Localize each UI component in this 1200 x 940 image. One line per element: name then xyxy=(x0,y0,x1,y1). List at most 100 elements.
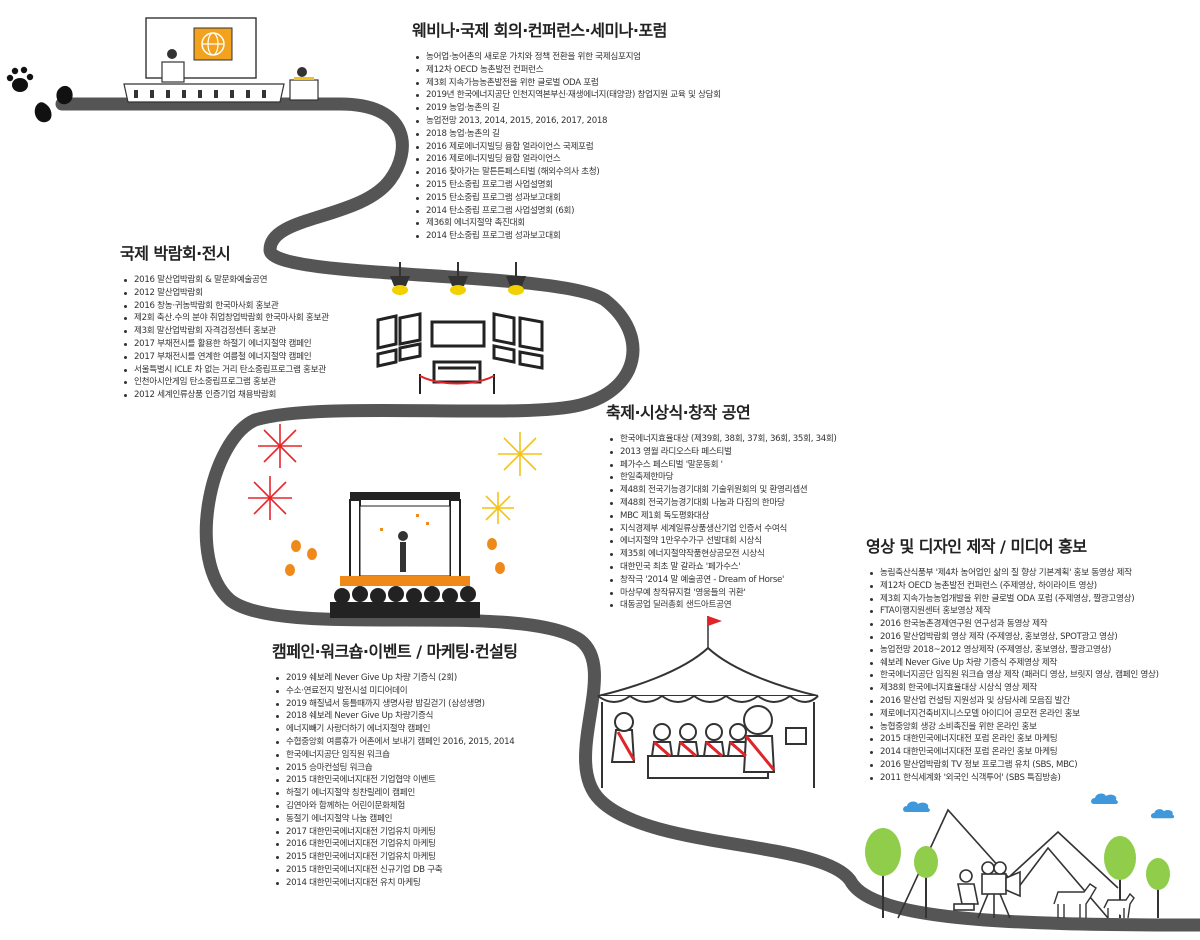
list-item: 제3회 지속가능농촌발전을 위한 글로벌 ODA 포럼 xyxy=(416,77,721,90)
list-item: 2015 대한민국에너지대전 포럼 온라인 홍보 마케팅 xyxy=(870,733,1159,746)
list-item: 2019 해질녘서 동틀때까지 생명사랑 밤길걷기 (삼성생명) xyxy=(276,698,518,711)
list-item: 인천아시안게임 탄소중립프로그램 홍보관 xyxy=(124,376,329,389)
list-item: 지식경제부 세계일류상품생산기업 인증서 수여식 xyxy=(610,523,837,536)
list-item: 제12차 OECD 농촌발전 컨퍼런스 xyxy=(416,64,721,77)
list-item: 2012 세계인류상품 인증기업 채용박람회 xyxy=(124,389,329,402)
section-festival: 축제·시상식·창작 공연 한국에너지효율대상 (제39회, 38회, 37회, … xyxy=(606,399,837,612)
section-title: 영상 및 디자인 제작 / 미디어 홍보 xyxy=(866,537,1087,556)
list-item: 2014 탄소중립 프로그램 사업설명회 (6회) xyxy=(416,205,721,218)
cloud-icon xyxy=(1091,793,1118,804)
list-item: 2016 대한민국에너지대전 기업유치 마케팅 xyxy=(276,838,518,851)
list-item: 2014 대한민국에너지대전 포럼 온라인 홍보 마케팅 xyxy=(870,746,1159,759)
list-item: 쉐보레 Never Give Up 차량 기증식 주제영상 제작 xyxy=(870,657,1159,670)
list-item: MBC 제1회 독도평화대상 xyxy=(610,510,837,523)
item-list: 농어업·농어촌의 새로운 가치와 정책 전환을 위한 국제심포지엄 제12차 O… xyxy=(412,51,721,243)
list-item: 2014 탄소중립 프로그램 성과보고대회 xyxy=(416,230,721,243)
list-item: 대한민국 최초 말 갈라쇼 '페가수스' xyxy=(610,561,837,574)
list-item: 2015 대한민국에너지대전 기업유치 마케팅 xyxy=(276,851,518,864)
cloud-icon xyxy=(903,801,930,812)
list-item: 에너지빼기 사랑더하기 에너지절약 캠페인 xyxy=(276,723,518,736)
tree-icon xyxy=(914,846,938,918)
firework-icon xyxy=(258,424,302,468)
list-item: 2019 쉐보레 Never Give Up 차량 기증식 (2회) xyxy=(276,672,518,685)
list-item: 창작극 '2014 말 예술공연 - Dream of Horse' xyxy=(610,574,837,587)
section-title: 국제 박람회·전시 xyxy=(120,244,231,263)
section-expo: 국제 박람회·전시 2016 말산업박람회 & 말문화예술공연 2012 말산업… xyxy=(120,240,329,402)
list-item: 2018 농업·농촌의 길 xyxy=(416,128,721,141)
list-item: 2019 농업·농촌의 길 xyxy=(416,102,721,115)
list-item: 2016 찾아가는 말튼튼페스티벌 (해외수의사 초청) xyxy=(416,166,721,179)
list-item: 2015 탄소중립 프로그램 사업설명회 xyxy=(416,179,721,192)
list-item: 제로에너지건축비지니스모델 아이디어 공모전 온라인 홍보 xyxy=(870,708,1159,721)
list-item: 마상무예 창작뮤지컬 '영웅들의 귀환' xyxy=(610,587,837,600)
list-item: 하절기 에너지절약 칭찬릴레이 캠페인 xyxy=(276,787,518,800)
list-item: 대동공업 딜러총회 샌드아트공연 xyxy=(610,599,837,612)
list-item: 페가수스 페스티벌 '말운동회 ' xyxy=(610,459,837,472)
list-item: 2016 말산업박람회 & 말문화예술공연 xyxy=(124,274,329,287)
section-title: 캠페인·워크숍·이벤트 / 마케팅·컨설팅 xyxy=(272,642,518,661)
camera-icon xyxy=(953,861,1021,919)
list-item: 제48회 전국기능경기대회 기술위원회의 및 환영리셉션 xyxy=(610,484,837,497)
section-title: 축제·시상식·창작 공연 xyxy=(606,403,751,422)
concert-stage-illustration xyxy=(248,424,542,618)
list-item: 2016 창농·귀농박람회 한국마사회 홍보관 xyxy=(124,300,329,313)
list-item: 한일축제한마당 xyxy=(610,471,837,484)
list-item: 2015 승마컨설팅 워크숍 xyxy=(276,762,518,775)
tree-icon xyxy=(1146,858,1170,918)
section-campaign: 캠페인·워크숍·이벤트 / 마케팅·컨설팅 2019 쉐보레 Never Giv… xyxy=(272,638,518,890)
item-list: 한국에너지효율대상 (제39회, 38회, 37회, 36회, 35회, 34회… xyxy=(606,433,837,612)
list-item: 한국에너지공단 임직원 워크숍 영상 제작 (패러디 영상, 브릿지 영상, 캠… xyxy=(870,670,1159,681)
exhibition-gallery-illustration xyxy=(376,262,544,394)
list-item: 2011 한식세계화 '외국인 식객투어' (SBS 특집방송) xyxy=(870,772,1159,785)
list-item: 2016 제로에너지빌딩 융합 얼라이언스 xyxy=(416,153,721,166)
spotlight-icon xyxy=(390,262,410,295)
campaign-tent-illustration xyxy=(597,616,819,788)
conference-stage-illustration xyxy=(123,17,319,103)
list-item: 제36회 에너지절약 촉진대회 xyxy=(416,217,721,230)
horse-icon xyxy=(1053,883,1135,919)
flag-icon xyxy=(707,616,722,648)
list-item: 농어업·농어촌의 새로운 가치와 정책 전환을 위한 국제심포지엄 xyxy=(416,51,721,64)
list-item: 농업전망 2018~2012 영상제작 (주제영상, 홍보영상, 짤광고영상) xyxy=(870,644,1159,657)
list-item: 제38회 한국에너지효율대상 시상식 영상 제작 xyxy=(870,682,1159,695)
item-list: 2016 말산업박람회 & 말문화예술공연 2012 말산업박람회 2016 창… xyxy=(120,274,329,402)
list-item: 농림축산식품부 '제4차 농어업인 삶의 질 향상 기본계획' 홍보 동영상 제… xyxy=(870,567,1159,580)
tree-icon xyxy=(865,828,901,918)
list-item: 김연아와 함께하는 어린이문화체험 xyxy=(276,800,518,813)
list-item: 2019년 한국에너지공단 인천지역본부신·재생에너지(태양광) 창업지원 교육… xyxy=(416,90,721,101)
list-item: 제3회 말산업박람회 자격검정센터 홍보관 xyxy=(124,325,329,338)
item-list: 농림축산식품부 '제4차 농어업인 삶의 질 향상 기본계획' 홍보 동영상 제… xyxy=(866,567,1159,785)
cloud-icon xyxy=(1150,809,1175,819)
list-item: 서울특별시 ICLE 차 없는 거리 탄소중립프로그램 홍보관 xyxy=(124,364,329,377)
list-item: 제3회 지속가능농업개발을 위한 글로벌 ODA 포럼 (주제영상, 짤광고영상… xyxy=(870,593,1159,606)
list-item: 한국에너지공단 임직원 워크숍 xyxy=(276,749,518,762)
list-item: 2013 영월 라디오스타 페스티벌 xyxy=(610,446,837,459)
footprint-icon xyxy=(34,85,73,123)
spotlight-icon xyxy=(506,262,526,295)
firework-icon xyxy=(482,492,514,524)
list-item: 2016 한국농촌경제연구원 연구성과 동영상 제작 xyxy=(870,618,1159,631)
item-list: 2019 쉐보레 Never Give Up 차량 기증식 (2회) 수소·연료… xyxy=(272,672,518,890)
section-video: 영상 및 디자인 제작 / 미디어 홍보 농림축산식품부 '제4차 농어업인 삶… xyxy=(866,533,1159,785)
list-item: 제48회 전국기능경기대회 나눔과 다짐의 한마당 xyxy=(610,497,837,510)
list-item: 제2회 축산.수의 분야 취업창업박람회 한국마사회 홍보관 xyxy=(124,313,329,324)
firework-icon xyxy=(248,476,292,520)
list-item: 2016 말산업 컨설팅 지원성과 및 상담사례 모음집 발간 xyxy=(870,695,1159,708)
list-item: 수소·연료전지 발전시설 미디어데이 xyxy=(276,685,518,698)
paw-icon xyxy=(6,66,34,92)
section-title: 웨비나·국제 회의·컨퍼런스·세미나·포럼 xyxy=(412,21,667,40)
list-item: 에너지절약 1만우수가구 선발대회 시상식 xyxy=(610,535,837,548)
list-item: 제35회 에너지절약작품현상공모전 시상식 xyxy=(610,548,837,561)
list-item: 2015 탄소중립 프로그램 성과보고대회 xyxy=(416,192,721,205)
firework-icon xyxy=(498,432,542,476)
list-item: 수협중앙회 여름휴가 어촌에서 보내기 캠페인 2016, 2015, 2014 xyxy=(276,736,518,749)
section-webinar: 웨비나·국제 회의·컨퍼런스·세미나·포럼 농어업·농어촌의 새로운 가치와 정… xyxy=(412,17,721,243)
list-item: 제12차 OECD 농촌발전 컨퍼런스 (주제영상, 하이라이트 영상) xyxy=(870,580,1159,593)
list-item: 2014 대한민국에너지대전 유치 마케팅 xyxy=(276,877,518,890)
video-shoot-illustration xyxy=(865,808,1170,919)
list-item: 2016 말산업박람회 TV 정보 프로그램 유치 (SBS, MBC) xyxy=(870,759,1159,772)
list-item: 2017 부채전시를 연계한 여름철 에너지절약 캠페인 xyxy=(124,351,329,364)
globe-icon xyxy=(201,32,225,56)
list-item: 2016 말산업박람회 영상 제작 (주제영상, 홍보영상, SPOT광고 영상… xyxy=(870,631,1159,644)
list-item: FTA이행지원센터 홍보영상 제작 xyxy=(870,605,1159,618)
